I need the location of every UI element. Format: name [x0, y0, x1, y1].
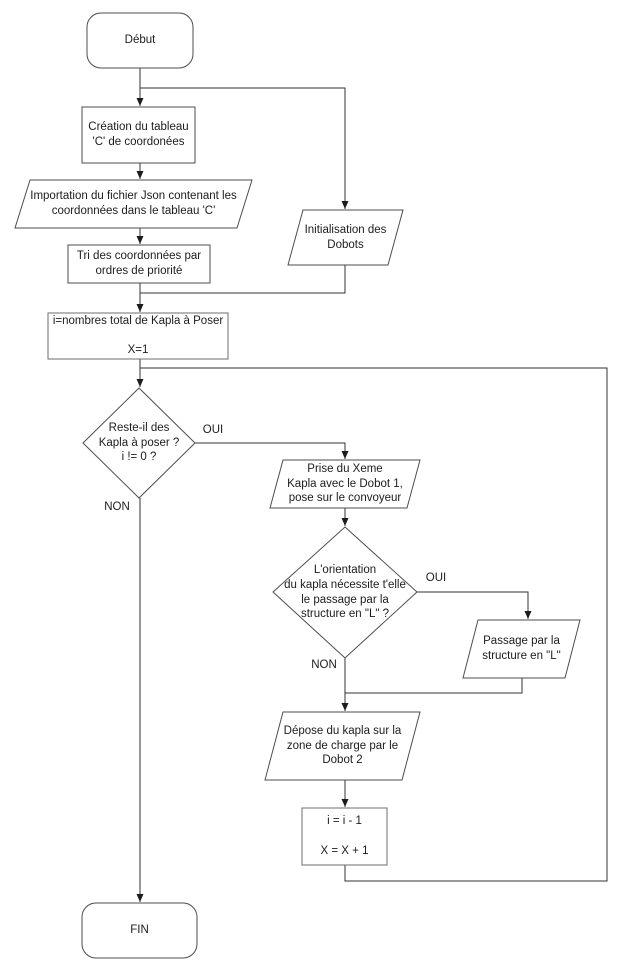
process-creation-shape [81, 106, 196, 164]
node-init-dobots-label: Initialisation des Dobots [304, 223, 387, 251]
node-depose-kapla-label: Dépose du kapla sur la zone de charge pa… [283, 724, 402, 767]
process-tri-shape [67, 244, 211, 284]
connector-passage-merge [345, 678, 523, 694]
edge-label-non-reste-kapla: NON [104, 501, 130, 513]
node-passage-l-label: Passage par la structure en "L" [482, 635, 561, 662]
data-prise-kapla-shape [269, 459, 421, 509]
edge-label-oui-reste-kapla: OUI [202, 424, 224, 436]
node-reste-kapla-label: Reste-il des Kapla à poser ? i != 0 ? [98, 421, 180, 464]
terminator-debut-shape [86, 12, 194, 69]
connector-debut-to-init-dobots [140, 87, 349, 209]
connector-init-dobots-merge [140, 265, 346, 294]
data-depose-kapla-shape [264, 711, 421, 781]
node-orientation-label: L'orientation du kapla nécessite t'elle … [284, 563, 406, 621]
decision-orientation-shape [272, 526, 418, 659]
decision-reste-kapla-shape [82, 387, 196, 499]
connector-oui-to-passage [417, 591, 532, 619]
data-importation-shape [14, 179, 253, 229]
node-compteur-label: i=nombres total de Kapla à Poser X=1 [52, 314, 224, 357]
node-maj-compteurs-label: i = i - 1 X = X + 1 [320, 815, 369, 857]
data-passage-l-shape [462, 619, 581, 679]
data-init-dobots-shape [287, 209, 404, 266]
node-debut-label: Début [124, 34, 156, 47]
node-creation-label: Création du tableau 'C' de coordonées [88, 121, 189, 148]
connector-oui-to-prise [195, 442, 349, 459]
edge-label-oui-orientation: OUI [425, 572, 447, 584]
process-maj-compteurs-shape [301, 807, 388, 866]
edge-label-non-orientation: NON [311, 659, 337, 671]
node-fin-label: FIN [130, 924, 149, 937]
node-importation-label: Importation du fichier Json contenant le… [30, 190, 237, 217]
node-prise-kapla-label: Prise du Xeme Kapla avec le Dobot 1, pos… [287, 462, 403, 505]
node-tri-label: Tri des coordonnées par ordres de priori… [76, 250, 202, 277]
terminator-fin-shape [81, 902, 198, 959]
process-compteur-shape [47, 312, 229, 360]
connector-loop-back [140, 367, 608, 882]
